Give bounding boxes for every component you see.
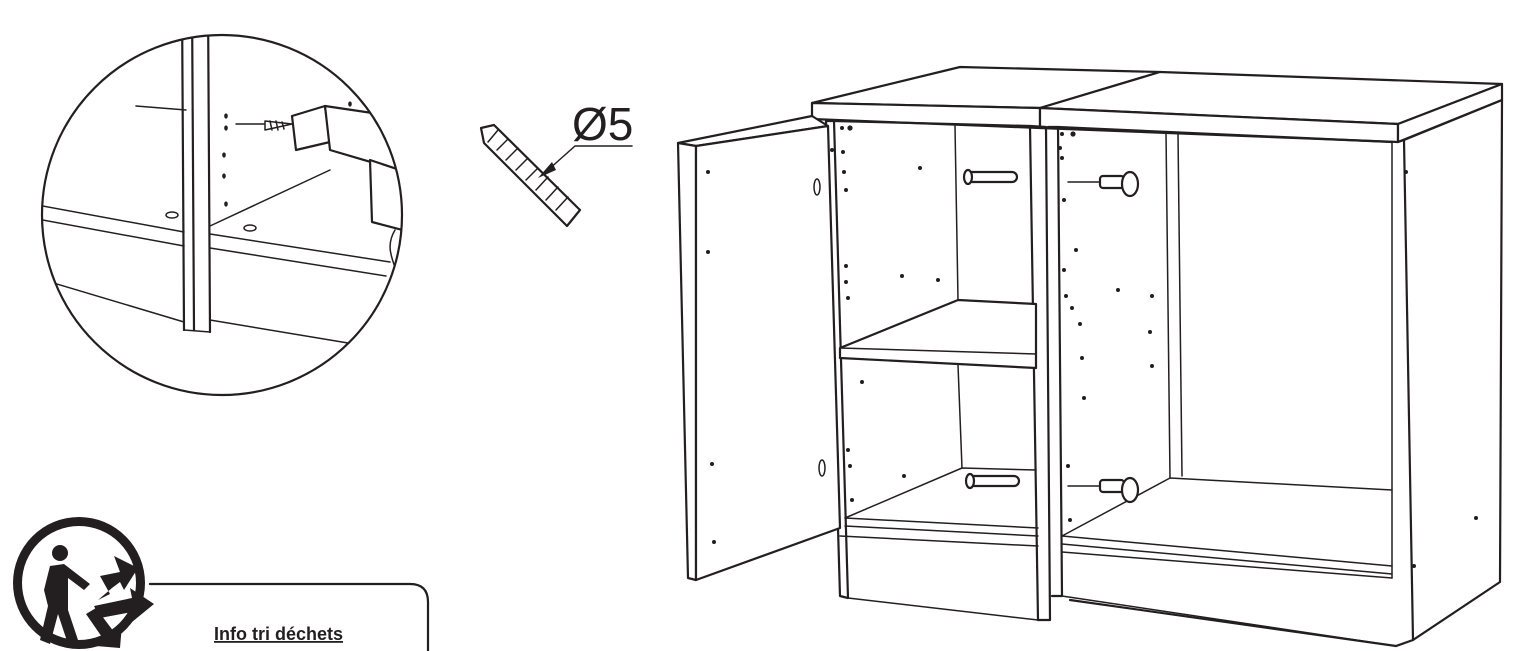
drill-diameter-label: Ø5 [572,98,633,150]
zoom-circle-border [40,33,404,397]
cabinet-illustration [676,65,1504,648]
drill-bit-icon [479,123,633,228]
info-tri-dechets-label: Info tri déchets [214,624,343,644]
triman-recycling-icon [13,517,154,649]
zoom-detail [40,33,404,397]
recycling-info: Info tri déchets [13,517,430,651]
